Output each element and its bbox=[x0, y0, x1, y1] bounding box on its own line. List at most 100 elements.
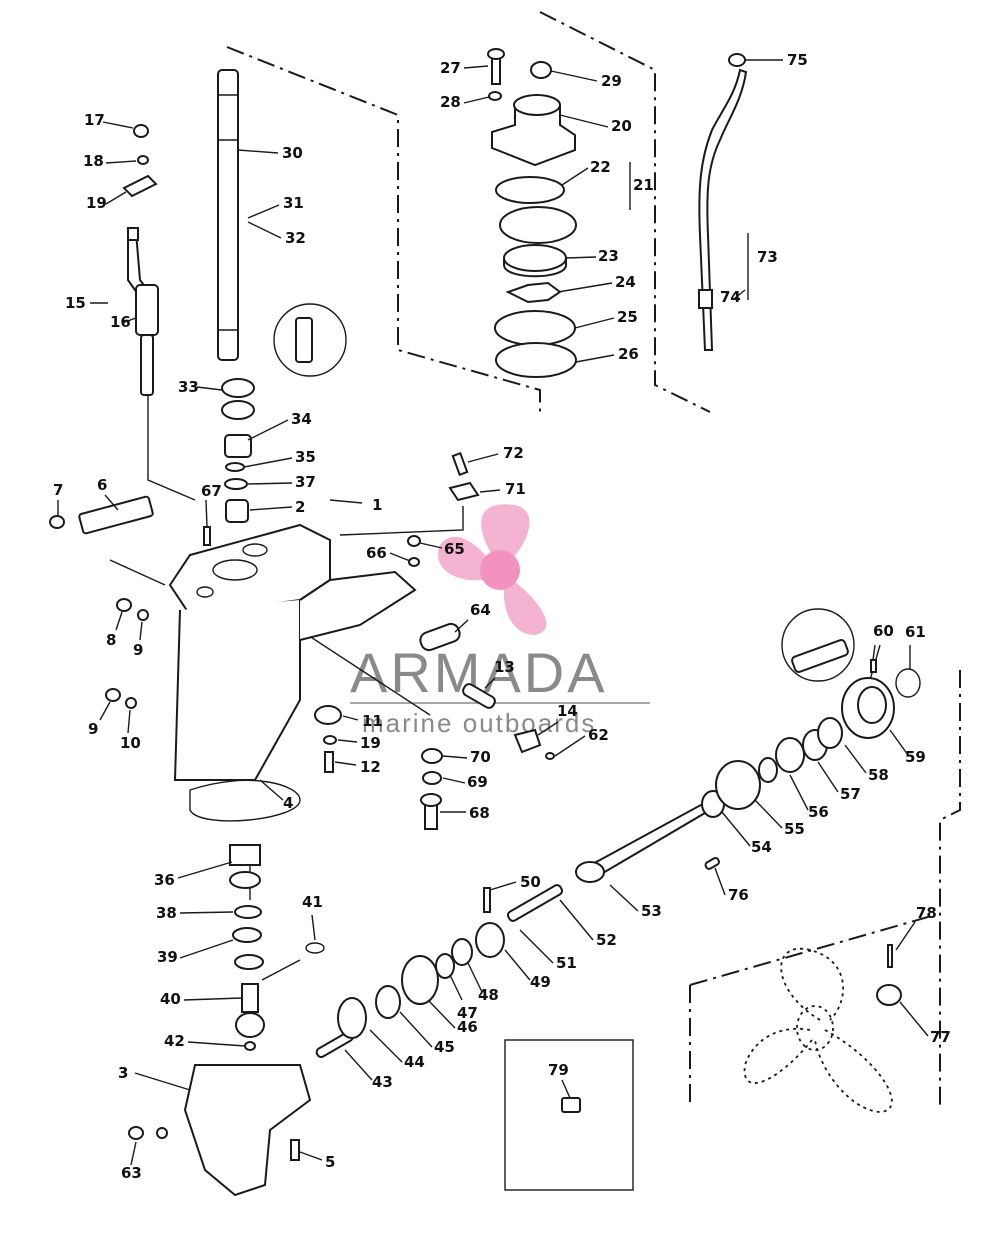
seal-ring-4 bbox=[189, 779, 301, 822]
part-label-42: 42 bbox=[164, 1032, 185, 1050]
leader-19 bbox=[105, 191, 127, 205]
leader-12 bbox=[334, 761, 357, 766]
washer-9a bbox=[137, 609, 149, 621]
part-label-35: 35 bbox=[295, 448, 316, 466]
part-label-76: 76 bbox=[728, 886, 749, 904]
leader-20 bbox=[559, 114, 609, 128]
leader-37 bbox=[247, 482, 293, 485]
leader-13 bbox=[484, 677, 496, 689]
part-label-26: 26 bbox=[618, 345, 639, 363]
screw-64 bbox=[128, 1126, 144, 1140]
water-pump bbox=[487, 48, 577, 378]
leader-24 bbox=[557, 282, 613, 293]
leader-17 bbox=[102, 121, 134, 129]
leader-47 bbox=[449, 974, 463, 1001]
part-label-62: 62 bbox=[588, 726, 609, 744]
leader-79 bbox=[561, 1079, 571, 1099]
washer-67 bbox=[408, 557, 420, 567]
leader-52 bbox=[559, 899, 594, 941]
clip-15 bbox=[513, 728, 542, 754]
leader-66 bbox=[389, 552, 411, 562]
part-label-70: 70 bbox=[470, 748, 491, 766]
part-label-65: 65 bbox=[444, 540, 465, 558]
part-label-18: 18 bbox=[83, 152, 104, 170]
part-label-10: 10 bbox=[120, 734, 141, 752]
leader-57 bbox=[817, 761, 839, 793]
leader-8 bbox=[115, 611, 123, 631]
gear-40a bbox=[232, 927, 262, 943]
leader-58 bbox=[844, 744, 867, 774]
bolt-69-head bbox=[420, 793, 442, 807]
part-label-55: 55 bbox=[784, 820, 805, 838]
part-label-24: 24 bbox=[615, 273, 636, 291]
leader-36 bbox=[177, 861, 233, 879]
screw-8 bbox=[116, 598, 132, 612]
part-label-64: 64 bbox=[470, 601, 491, 619]
part-label-28: 28 bbox=[440, 93, 461, 111]
leader-1 bbox=[329, 499, 363, 504]
leader-56 bbox=[789, 774, 809, 811]
leader-65 bbox=[419, 542, 443, 549]
part-label-59: 59 bbox=[905, 748, 926, 766]
part-label-7: 7 bbox=[53, 481, 63, 499]
leader-4 bbox=[259, 779, 284, 801]
part-label-72: 72 bbox=[503, 444, 524, 462]
plate-65 bbox=[419, 622, 461, 652]
part-label-37: 37 bbox=[295, 473, 316, 491]
washer-38 bbox=[224, 478, 248, 490]
part-label-32: 32 bbox=[285, 229, 306, 247]
part-label-56: 56 bbox=[808, 803, 829, 821]
leader-49 bbox=[504, 949, 531, 981]
leader-33 bbox=[196, 386, 223, 391]
leader-35 bbox=[243, 457, 293, 468]
leader-38 bbox=[179, 911, 234, 914]
part-label-11: 11 bbox=[362, 712, 383, 730]
screw-66 bbox=[407, 535, 421, 547]
part-labels: 1234567899101112131415161718191920212223… bbox=[53, 51, 951, 1182]
part-label-4: 4 bbox=[283, 794, 293, 812]
part-label-22: 22 bbox=[590, 158, 611, 176]
washer-19 bbox=[137, 155, 149, 165]
part-label-61: 61 bbox=[905, 623, 926, 641]
part-label-41: 41 bbox=[302, 893, 323, 911]
bushing-35 bbox=[224, 434, 252, 458]
part-label-38: 38 bbox=[156, 904, 177, 922]
water-tube bbox=[698, 53, 748, 351]
leader-46 bbox=[427, 999, 456, 1029]
part-label-57: 57 bbox=[840, 785, 861, 803]
spring-14 bbox=[462, 683, 496, 709]
assembly-lines bbox=[226, 11, 961, 1110]
part-label-66: 66 bbox=[366, 544, 387, 562]
gear-40b bbox=[234, 954, 264, 970]
part-label-23: 23 bbox=[598, 247, 619, 265]
part-label-21: 21 bbox=[633, 176, 654, 194]
leader-34 bbox=[247, 419, 289, 441]
leader-60 bbox=[872, 644, 876, 661]
part-label-31: 31 bbox=[283, 194, 304, 212]
part-label-30: 30 bbox=[282, 144, 303, 162]
detail-pin bbox=[295, 317, 313, 363]
part-label-79: 79 bbox=[548, 1061, 569, 1079]
pin-79 bbox=[887, 944, 893, 968]
leader-25 bbox=[574, 317, 615, 329]
bearing-34b bbox=[221, 400, 255, 420]
detail-circle-upper bbox=[273, 303, 347, 377]
propeller-shaft-assembly bbox=[315, 659, 921, 1058]
part-label-17: 17 bbox=[84, 111, 105, 129]
part-label-39: 39 bbox=[157, 948, 178, 966]
leader-41 bbox=[311, 914, 316, 941]
part-label-34: 34 bbox=[291, 410, 312, 428]
part-label-71: 71 bbox=[505, 480, 526, 498]
driveshaft-housing bbox=[168, 523, 417, 781]
part-label-53: 53 bbox=[641, 902, 662, 920]
part-label-5: 5 bbox=[325, 1153, 335, 1171]
screw-7 bbox=[49, 515, 65, 529]
propeller-outline bbox=[743, 947, 893, 1113]
grommet-12 bbox=[314, 705, 342, 725]
leader-40 bbox=[183, 997, 243, 1001]
leader-23 bbox=[565, 256, 597, 259]
part-label-8: 8 bbox=[106, 631, 116, 649]
leader-63 bbox=[130, 1141, 137, 1166]
ring-42 bbox=[305, 942, 325, 954]
